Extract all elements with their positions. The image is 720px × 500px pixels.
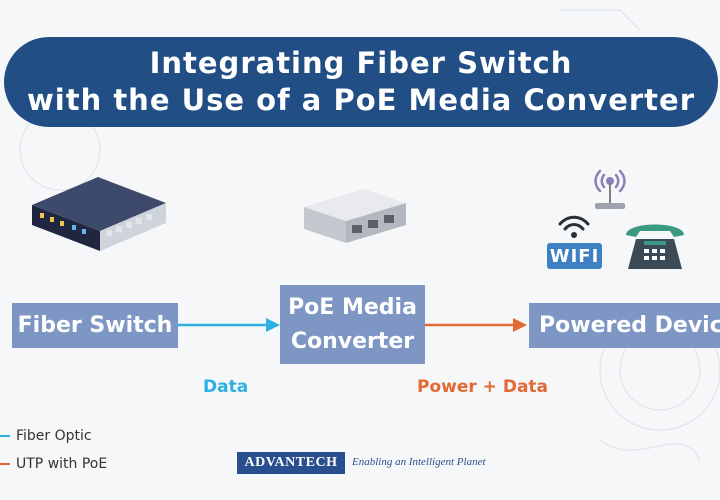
brand-tagline: Enabling an Intelligent Planet: [352, 456, 486, 468]
legend-fiber-label: Fiber Optic: [16, 428, 92, 444]
access-point-icon: [594, 169, 626, 209]
legend-utp-label: UTP with PoE: [16, 456, 108, 472]
powered-device-label: Powered Device: [539, 312, 720, 338]
powered-device-node: Powered Device: [529, 303, 720, 348]
legend-utp-swatch: [0, 463, 10, 465]
legend-fiber-optic: Fiber Optic: [0, 428, 92, 444]
fiber-optic-arrow: [178, 318, 280, 332]
title-banner: Integrating Fiber Switch with the Use of…: [4, 37, 718, 127]
fiber-switch-icon: [32, 177, 166, 251]
poe-media-converter-node: PoE Media Converter: [280, 285, 425, 364]
media-converter-icon: [304, 189, 406, 243]
title-line-1: Integrating Fiber Switch: [149, 46, 573, 80]
legend-fiber-swatch: [0, 435, 10, 437]
fiber-switch-label: Fiber Switch: [17, 312, 173, 338]
data-edge-label: Data: [203, 377, 249, 397]
poe-label-line-2: Converter: [290, 328, 415, 354]
power-data-edge-label: Power + Data: [417, 377, 549, 397]
legend-utp-poe: UTP with PoE: [0, 456, 107, 472]
fiber-switch-node: Fiber Switch: [12, 303, 178, 348]
poe-label-line-1: PoE Media: [288, 294, 417, 320]
utp-poe-arrow: [425, 318, 527, 332]
wifi-icon: [558, 215, 590, 238]
title-line-2: with the Use of a PoE Media Converter: [26, 83, 696, 117]
wifi-badge: WIFI: [547, 243, 602, 269]
advantech-logo: ADVANTECH: [237, 452, 345, 474]
phone-icon: [626, 224, 684, 269]
